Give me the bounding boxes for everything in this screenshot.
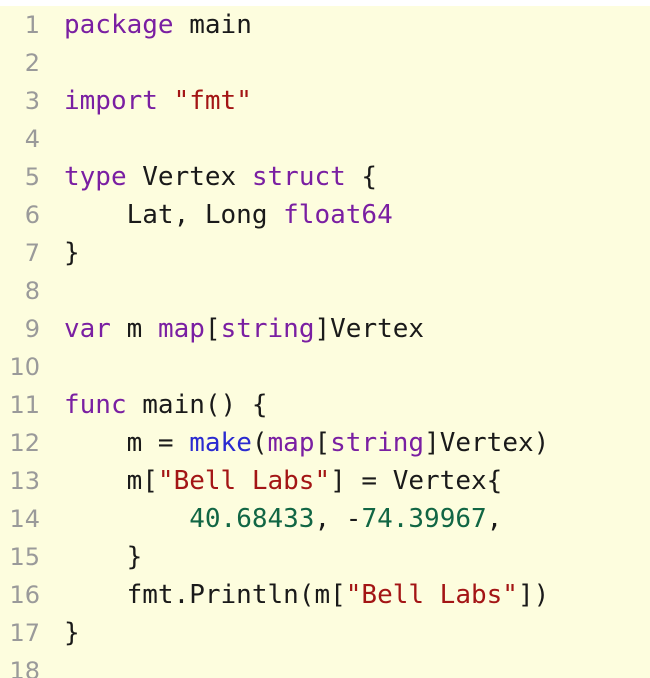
code-token: "Bell Labs" (157, 466, 331, 496)
line-number: 5 (24, 163, 40, 191)
code-line[interactable]: 18 (0, 652, 650, 678)
line-number: 1 (24, 11, 40, 39)
code-line[interactable]: 17} (0, 614, 650, 652)
code-text[interactable]: import "fmt" (64, 82, 252, 120)
line-number: 16 (9, 581, 40, 609)
code-token: , (486, 504, 503, 534)
code-token: fmt.Println(m[ (64, 580, 346, 610)
code-line[interactable]: 6 Lat, Long float64 (0, 196, 650, 234)
code-line[interactable]: 3 import "fmt" (0, 82, 650, 120)
code-token: , - (314, 504, 362, 534)
code-token: string (330, 428, 425, 458)
line-number: 3 (24, 87, 40, 115)
code-line[interactable]: 4 (0, 120, 650, 158)
code-line[interactable]: 8 (0, 272, 650, 310)
line-number: 10 (9, 353, 40, 381)
code-line[interactable]: 10 (0, 348, 650, 386)
line-number: 13 (9, 467, 40, 495)
code-token: m (110, 314, 158, 344)
code-text[interactable]: } (64, 234, 80, 272)
code-line[interactable]: 16 fmt.Println(m["Bell Labs"]) (0, 576, 650, 614)
line-number: 12 (9, 429, 40, 457)
code-line[interactable]: 2 (0, 44, 650, 82)
line-number: 9 (24, 315, 40, 343)
code-token: ( (251, 428, 268, 458)
code-token: Vertex (126, 162, 252, 192)
code-token: main() { (126, 390, 268, 420)
code-token: 40.68433 (189, 504, 315, 534)
code-text[interactable]: type Vertex struct { (64, 158, 377, 196)
code-token: make (189, 428, 252, 458)
code-token: } (64, 542, 143, 572)
code-token: m[ (64, 466, 158, 496)
line-number: 4 (24, 125, 40, 153)
code-token: "fmt" (173, 86, 252, 116)
code-text[interactable]: package main (64, 6, 252, 44)
code-token: [ (204, 314, 221, 344)
code-line[interactable]: 15 } (0, 538, 650, 576)
code-text[interactable]: m["Bell Labs"] = Vertex{ (64, 462, 503, 500)
line-number: 8 (24, 277, 40, 305)
code-token: [ (314, 428, 331, 458)
code-token: func (64, 390, 127, 420)
code-line[interactable]: 14 40.68433, -74.39967, (0, 500, 650, 538)
code-token: Lat, Long (64, 200, 284, 230)
code-token: ] = Vertex{ (330, 466, 503, 496)
code-token: var (64, 314, 111, 344)
code-line[interactable]: 7} (0, 234, 650, 272)
code-token: "Bell Labs" (345, 580, 518, 610)
line-number-gutter (0, 6, 50, 678)
code-token: struct (251, 162, 346, 192)
code-line[interactable]: 9 var m map[string]Vertex (0, 310, 650, 348)
code-line[interactable]: 13 m["Bell Labs"] = Vertex{ (0, 462, 650, 500)
code-text[interactable]: Lat, Long float64 (64, 196, 393, 234)
code-line[interactable]: 1 package main (0, 6, 650, 44)
line-number: 7 (24, 239, 40, 267)
code-text[interactable]: fmt.Println(m["Bell Labs"]) (64, 576, 550, 614)
code-token: } (64, 618, 80, 648)
code-token: type (64, 162, 127, 192)
line-number: 11 (9, 391, 40, 419)
code-text[interactable]: } (64, 538, 143, 576)
code-text[interactable]: m = make(map[string]Vertex) (64, 424, 550, 462)
code-token: } (64, 238, 80, 268)
code-token: ]Vertex) (424, 428, 550, 458)
code-text[interactable]: 40.68433, -74.39967, (64, 500, 502, 538)
code-token (64, 504, 189, 534)
code-line[interactable]: 5 type Vertex struct { (0, 158, 650, 196)
code-text[interactable]: func main() { (64, 386, 268, 424)
code-token: float64 (283, 200, 393, 230)
code-token: 74.39967 (361, 504, 487, 534)
line-number: 18 (9, 657, 40, 678)
code-token (158, 86, 174, 116)
line-number: 2 (24, 49, 40, 77)
code-line[interactable]: 12 m = make(map[string]Vertex) (0, 424, 650, 462)
code-token: import (64, 86, 158, 116)
code-text[interactable]: } (64, 614, 80, 652)
line-number: 6 (24, 201, 40, 229)
code-token: map (157, 314, 205, 344)
code-token: { (345, 162, 378, 192)
code-editor[interactable]: 1 package main 2 3 import "fmt" 4 5 type Vertex… (0, 6, 650, 678)
code-area[interactable]: 1 package main 2 3 import "fmt" 4 5 type Vertex… (0, 6, 650, 678)
code-token: m = (64, 428, 190, 458)
code-text[interactable]: var m map[string]Vertex (64, 310, 424, 348)
code-token: ]Vertex (314, 314, 425, 344)
code-token: map (267, 428, 315, 458)
code-token: package (64, 10, 174, 40)
line-number: 14 (9, 505, 40, 533)
code-token: string (220, 314, 315, 344)
line-number: 17 (9, 619, 40, 647)
line-number: 15 (9, 543, 40, 571)
code-line[interactable]: 11 func main() { (0, 386, 650, 424)
code-token: ]) (517, 580, 550, 610)
code-token: main (173, 10, 252, 40)
